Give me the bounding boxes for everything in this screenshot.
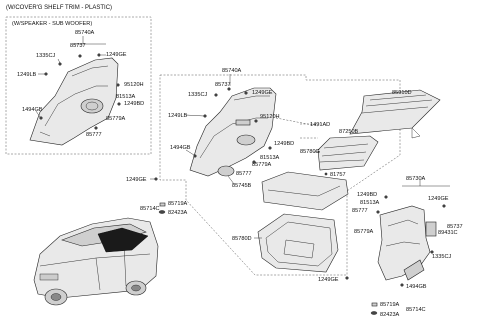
inset-label-85737: 85737 <box>70 43 86 49</box>
main-label-1249lb: 1249LB <box>168 113 188 119</box>
main-label-85740a: 85740A <box>222 68 242 74</box>
main-label-82423a: 82423A <box>168 210 188 216</box>
right-label-1494gb: 1494GB <box>406 284 427 290</box>
inset-label-1249lb: 1249LB <box>17 72 37 78</box>
inset-speaker-opening <box>80 98 104 114</box>
main-screw-1249ge-bottom-icon <box>345 276 349 280</box>
right-label-85719a: 85719A <box>380 302 400 308</box>
main-label-1491ad: 1491AD <box>310 122 330 128</box>
right-grommet-82423a-icon <box>370 311 378 315</box>
rear-transverse-trim-87250b <box>317 135 379 171</box>
inset-label-85779a: 85779A <box>106 116 126 122</box>
main-label-1335cj: 1335CJ <box>188 92 207 98</box>
right-label-89431c: 89431C <box>438 230 458 236</box>
inset-label-1249bd: 1249BD <box>124 101 144 107</box>
main-cover-85745b <box>217 165 235 177</box>
right-label-1249bd: 1249BD <box>357 192 377 198</box>
subwoofer-inset-frame <box>5 16 152 155</box>
right-label-85737: 85737 <box>447 224 463 230</box>
main-label-81513a: 81513A <box>260 155 280 161</box>
right-label-1249ge: 1249GE <box>428 196 449 202</box>
main-clip-85719a-icon <box>159 202 166 207</box>
main-label-85779a: 85779A <box>252 162 272 168</box>
right-label-85730a: 85730A <box>406 176 426 182</box>
main-screw-1249ge-left-icon <box>154 177 158 181</box>
main-clip-81757-icon <box>324 172 328 176</box>
main-label-87250b: 87250B <box>339 129 359 135</box>
inset-label-85777: 85777 <box>86 132 102 138</box>
main-trim-pocket <box>236 134 256 146</box>
right-label-85777: 85777 <box>352 208 368 214</box>
inset-label-85740a: 85740A <box>75 30 95 36</box>
vehicle-cargo-area-highlight <box>97 227 149 253</box>
inset-screw-1249ge-icon <box>97 53 101 57</box>
main-label-85780d: 85780D <box>232 236 252 242</box>
inset-label-95120h: 95120H <box>124 82 144 88</box>
inset-label-81513a: 81513A <box>116 94 136 100</box>
main-label-1494gb: 1494GB <box>170 145 191 151</box>
main-sensor-95120h-icon <box>254 119 258 123</box>
right-label-1335cj: 1335CJ <box>432 254 451 260</box>
inset-screw-1249bd-icon <box>117 102 121 106</box>
main-label-85714c: 85714C <box>140 206 160 212</box>
cargo-cover-shelf-85910d <box>349 89 441 139</box>
right-trim-cover-89431c <box>425 221 437 237</box>
inset-label-1249ge: 1249GE <box>106 52 127 58</box>
main-label-1249bd: 1249BD <box>274 141 294 147</box>
right-screw-1249ge-icon <box>442 204 446 208</box>
right-side-trim-panel <box>377 205 437 281</box>
right-label-82423a: 82423A <box>380 312 400 318</box>
inset-screw-1249lb-icon <box>44 72 48 76</box>
diagram-title: (W/COVER'G SHELF TRIM - PLASTIC) <box>6 5 112 11</box>
right-clip-1335cj-icon <box>430 250 434 254</box>
main-clip-85777-icon <box>252 160 256 164</box>
inset-clip-85737-icon <box>78 54 82 58</box>
inset-clip-1335cj-icon <box>58 62 62 66</box>
inset-bolt-1494gb-icon <box>39 116 43 120</box>
main-trim-vent <box>235 119 251 126</box>
main-screw-1249ge-icon <box>244 91 248 95</box>
main-label-81757: 81757 <box>330 172 346 178</box>
right-label-85714c: 85714C <box>406 307 426 313</box>
main-label-85737: 85737 <box>215 82 231 88</box>
luggage-tray-85780d <box>257 213 339 273</box>
main-label-85745b: 85745B <box>232 183 252 189</box>
vehicle-illustration <box>33 217 159 306</box>
main-label-85910d: 85910D <box>392 90 412 96</box>
main-grommet-82423a-icon <box>158 210 166 214</box>
inset-sensor-95120h-icon <box>116 83 120 87</box>
right-label-81513a: 81513A <box>360 200 380 206</box>
main-clip-85737-icon <box>227 87 231 91</box>
main-assembly-frame <box>159 74 401 276</box>
main-screw-1249bd-icon <box>268 146 272 150</box>
main-label-95120h: 95120H <box>260 114 280 120</box>
right-label-85779a: 85779A <box>354 229 374 235</box>
main-label-85777: 85777 <box>236 171 252 177</box>
main-bolt-1494gb-icon <box>193 154 197 158</box>
main-label-85719a: 85719A <box>168 201 188 207</box>
main-label-85780g: 85780G <box>300 149 320 155</box>
main-label-1249ge-left: 1249GE <box>126 177 147 183</box>
inset-subtitle: (W/SPEAKER - SUB WOOFER) <box>12 21 92 27</box>
main-label-1249ge: 1249GE <box>252 90 273 96</box>
right-screw-1249bd-icon <box>384 195 388 199</box>
floor-cover-board <box>261 171 349 211</box>
inset-side-trim-panel <box>29 57 119 146</box>
inset-label-1494gb: 1494GB <box>22 107 43 113</box>
right-clip-85777-icon <box>376 210 380 214</box>
inset-clip-85777-icon <box>94 126 98 130</box>
right-clip-85719a-icon <box>371 302 378 307</box>
main-screw-1249lb-icon <box>203 114 207 118</box>
main-label-1249ge-bottom: 1249GE <box>318 277 339 283</box>
right-bolt-1494gb-icon <box>400 283 404 287</box>
inset-label-1335cj: 1335CJ <box>36 53 55 59</box>
main-clip-1335cj-icon <box>214 93 218 97</box>
